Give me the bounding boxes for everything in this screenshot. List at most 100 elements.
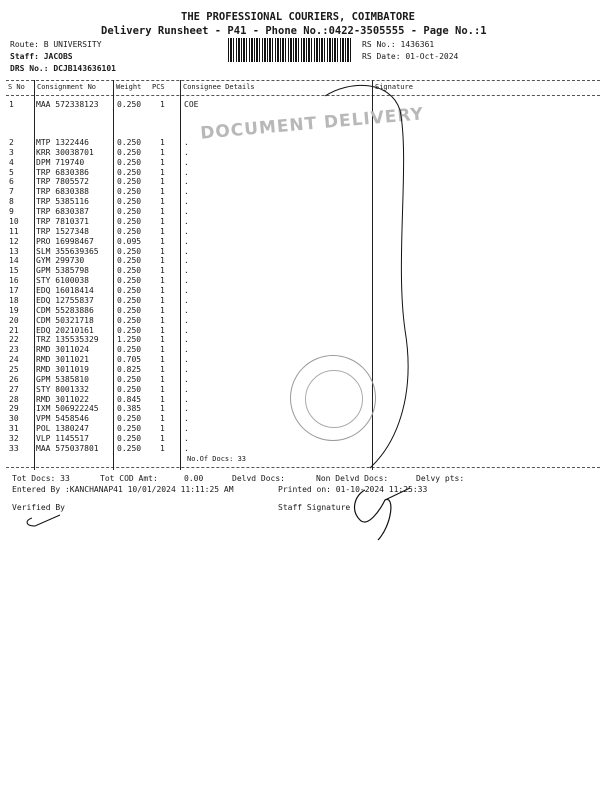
row-consignee-details: . xyxy=(184,404,189,414)
row-pcs: 1 xyxy=(160,295,165,305)
row-consignee-details: . xyxy=(184,207,189,217)
row-consignment-no: TRP 5385116 xyxy=(36,197,89,207)
row-sno: 14 xyxy=(9,256,19,266)
row-sno: 3 xyxy=(9,147,14,157)
row-consignee-details: . xyxy=(184,434,189,444)
row-sno: 16 xyxy=(9,276,19,286)
row-sno: 31 xyxy=(9,424,19,434)
row-weight: 0.250 xyxy=(117,167,142,177)
row-sno: 9 xyxy=(9,207,14,217)
row-sno: 28 xyxy=(9,394,19,404)
row-weight: 0.250 xyxy=(117,384,142,394)
row-consignment-no: MAA 572338123 xyxy=(36,100,99,109)
row-sno: 15 xyxy=(9,266,19,276)
row-sno: 24 xyxy=(9,355,19,365)
row-consignment-no: STY 6100038 xyxy=(36,276,89,286)
row-consignment-no: TRP 7810371 xyxy=(36,216,89,226)
row-pcs: 1 xyxy=(160,335,165,345)
row-pcs: 1 xyxy=(160,266,165,276)
row-sno: 10 xyxy=(9,216,19,226)
row-consignee-details: . xyxy=(184,355,189,365)
delivery-points: Delvy pts: xyxy=(416,474,465,483)
row-weight: 0.250 xyxy=(117,434,142,444)
row-sno: 29 xyxy=(9,404,19,414)
row-sno: 17 xyxy=(9,286,19,296)
row-pcs: 1 xyxy=(160,197,165,207)
row-consignment-no: TRP 7805572 xyxy=(36,177,89,187)
entered-by: Entered By :KANCHANAP41 10/01/2024 11:11… xyxy=(12,485,234,494)
row-sno: 23 xyxy=(9,345,19,355)
header-pcs: PCS xyxy=(152,83,165,91)
row-consignment-no: TRP 1527348 xyxy=(36,226,89,236)
row-sno: 8 xyxy=(9,197,14,207)
header-weight: Weight xyxy=(116,83,142,91)
row-pcs: 1 xyxy=(160,365,165,374)
row-consignee-details: . xyxy=(184,305,189,315)
row-pcs: 1 xyxy=(160,434,165,444)
barcode xyxy=(228,38,352,62)
delivered-docs: Delvd Docs: xyxy=(232,474,285,483)
column-divider xyxy=(34,80,35,470)
row-consignment-no: TRP 6830387 xyxy=(36,207,89,217)
route: Route: B UNIVERSITY xyxy=(10,40,102,49)
row-pcs: 1 xyxy=(160,100,165,109)
row-weight: 0.250 xyxy=(117,295,142,305)
row-weight: 0.250 xyxy=(117,424,142,434)
row-consignment-no: DPM 719740 xyxy=(36,157,85,167)
row-sno: 32 xyxy=(9,434,19,444)
company-title: THE PROFESSIONAL COURIERS, COIMBATORE xyxy=(181,11,415,23)
row-consignee-details: . xyxy=(184,424,189,434)
row-consignee-details: . xyxy=(184,177,189,187)
total-cod-value: 0.00 xyxy=(184,474,204,483)
row-pcs: 1 xyxy=(160,147,165,157)
row-consignee-details: . xyxy=(184,315,189,325)
column-divider xyxy=(180,80,181,470)
row-sno: 22 xyxy=(9,335,19,345)
row-pcs: 1 xyxy=(160,424,165,434)
row-consignee-details: . xyxy=(184,197,189,207)
row-weight: 0.250 xyxy=(117,157,142,167)
row-weight: 0.250 xyxy=(117,325,142,335)
row-pcs: 1 xyxy=(160,305,165,315)
total-cod-label: Tot COD Amt: xyxy=(100,474,158,483)
row-consignee-details: . xyxy=(184,394,189,404)
row-pcs: 1 xyxy=(160,226,165,236)
row-weight: 0.250 xyxy=(117,177,142,187)
row-consignee-details: . xyxy=(184,276,189,286)
row-weight: 0.825 xyxy=(117,365,142,374)
row-pcs: 1 xyxy=(160,187,165,197)
row-weight: 0.250 xyxy=(117,286,142,296)
row-consignee-details: . xyxy=(184,187,189,197)
row-sno: 21 xyxy=(9,325,19,335)
row-sno: 33 xyxy=(9,443,19,453)
row-consignment-no: EDQ 20210161 xyxy=(36,325,94,335)
row-consignment-no: VPM 5458546 xyxy=(36,414,89,424)
row-sno: 18 xyxy=(9,295,19,305)
row-weight: 0.250 xyxy=(117,216,142,226)
row-sno: 30 xyxy=(9,414,19,424)
row-consignee-details: . xyxy=(184,335,189,345)
rs-number: RS No.: 1436361 xyxy=(362,40,435,49)
row-weight: 0.250 xyxy=(117,246,142,256)
row-sno: 4 xyxy=(9,157,14,167)
row-pcs: 1 xyxy=(160,374,165,384)
header-signature: Signature xyxy=(375,83,413,91)
divider xyxy=(6,80,600,81)
row-consignee-details: . xyxy=(184,226,189,236)
row-sno: 5 xyxy=(9,167,14,177)
row-sno: 6 xyxy=(9,177,14,187)
row-pcs: 1 xyxy=(160,236,165,246)
row-consignment-no: KRR 30038701 xyxy=(36,147,94,157)
staff-signature: Staff Signature xyxy=(278,503,351,512)
row-sno: 2 xyxy=(9,138,14,147)
staff: Staff: JACOBS xyxy=(10,52,73,61)
row-sno: 25 xyxy=(9,365,19,374)
row-consignment-no: CDM 55283886 xyxy=(36,305,94,315)
row-consignment-no: STY 8001332 xyxy=(36,384,89,394)
row-pcs: 1 xyxy=(160,157,165,167)
row-weight: 1.250 xyxy=(117,335,142,345)
row-consignment-no: PRO 16998467 xyxy=(36,236,94,246)
row-weight: 0.250 xyxy=(117,197,142,207)
row-pcs: 1 xyxy=(160,286,165,296)
row-weight: 0.250 xyxy=(117,207,142,217)
